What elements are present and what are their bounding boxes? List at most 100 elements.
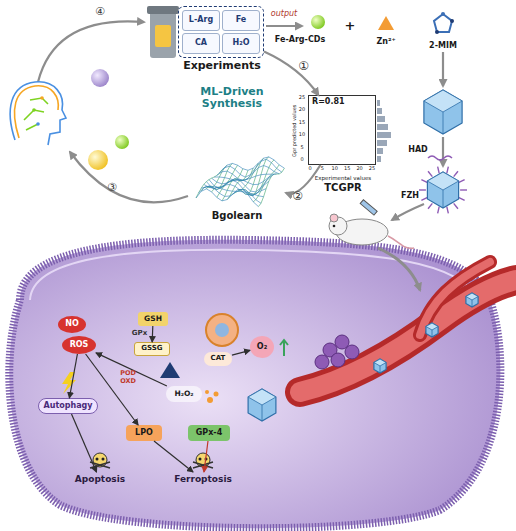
node-text: O₂ (257, 343, 267, 352)
ai-brain-icon (40, 96, 44, 100)
blood-vessel (300, 280, 516, 392)
node-text: GPx-4 (196, 429, 222, 438)
flow-arrow (152, 326, 154, 342)
plot-histogram (377, 100, 391, 162)
polymer-coating (460, 189, 467, 190)
axis-tick: 10 (299, 132, 305, 138)
axis-tick: 5 (321, 166, 324, 172)
polymer-coating (458, 180, 464, 183)
polymer-coating (428, 171, 432, 176)
flow-arrow (232, 350, 250, 355)
node-text: Fe (236, 16, 247, 25)
surface-mesh (196, 189, 258, 207)
zif-particle (466, 293, 478, 307)
gsh-box: GSH (138, 312, 168, 326)
plot-histogram (377, 116, 385, 122)
flow-arrow (72, 414, 97, 472)
autoclave-icon (147, 6, 179, 14)
cell-organelle (206, 314, 238, 346)
label-text: + (345, 19, 356, 33)
polymer-coating (428, 203, 432, 208)
tumor-cluster (331, 353, 345, 367)
blood-vessel (420, 262, 490, 335)
correlation-value: R=0.81 (312, 98, 345, 107)
zif-particle (248, 389, 276, 421)
nanoparticle-dot (311, 15, 325, 29)
axis-tick: 10 (332, 166, 338, 172)
experiment-box: ExperimentsL-ArgFeCAH₂O (178, 6, 264, 58)
axis-tick: 25 (369, 166, 375, 172)
axis-tick: 0 (300, 157, 303, 163)
skull-icon (199, 458, 202, 461)
callout-number: ④ (95, 6, 105, 18)
zif-facet (424, 90, 462, 112)
reagent-icon (435, 30, 439, 34)
label-text: 2-MIM (429, 42, 457, 51)
flow-arrow (264, 52, 318, 95)
zif-facet (426, 323, 438, 330)
peroxide-box: H₂O₂ (166, 386, 202, 402)
zif-facet (466, 293, 478, 300)
scatter-plot-panel: R=0.81Gpr predicted valuesExperimental v… (308, 95, 376, 165)
cell-organelle (214, 392, 219, 397)
skull-icon (96, 458, 99, 461)
label-text: Zn²⁺ (376, 38, 395, 47)
node-text: CAT (211, 355, 226, 363)
label-text: POD (120, 370, 136, 377)
node-text: GSSG (141, 345, 162, 353)
process-arrow (266, 25, 302, 27)
process-arrow (442, 137, 444, 166)
node-text: NO (65, 320, 79, 329)
cell-organelle (280, 340, 288, 356)
polymer-coating (438, 167, 440, 174)
cell-organelle (205, 390, 209, 394)
plot-histogram (377, 108, 382, 114)
tumor-cluster (345, 345, 359, 359)
reagent-icon (434, 14, 452, 32)
flow-arrow (69, 354, 77, 398)
axis-tick: 15 (299, 120, 305, 126)
flow-arrow (154, 441, 193, 472)
zif-facet (443, 190, 444, 208)
surface-mesh (206, 180, 268, 195)
skull-icon (193, 462, 213, 468)
reagent-icon (450, 19, 454, 23)
surface-mesh (217, 166, 279, 181)
ai-brain-icon (24, 98, 48, 130)
zif-facet (432, 330, 433, 337)
cell-organelle (62, 372, 76, 394)
cell-body (9, 240, 500, 528)
axis-tick: 20 (356, 166, 362, 172)
zif-facet (374, 359, 386, 366)
ai-brain-icon (10, 82, 66, 145)
surface-mesh (204, 184, 266, 195)
autoclave-icon (147, 6, 179, 58)
axis-tick: 5 (300, 145, 303, 151)
plot-histogram (377, 156, 381, 162)
reagent-icon (441, 12, 445, 16)
callout-number: ③ (107, 182, 117, 194)
surface-mesh (196, 170, 222, 198)
oxygen-bubble: O₂ (250, 336, 274, 358)
node-text: LPO (135, 429, 153, 438)
nanoparticle-dot (115, 135, 129, 149)
node-text: H₂O₂ (174, 390, 193, 398)
cell-organelle (160, 362, 180, 378)
blood-vessel (300, 280, 516, 392)
blood-vessel (300, 262, 516, 392)
process-box: LPO (126, 425, 162, 441)
surface-mesh (199, 186, 261, 203)
mouse-icon (360, 200, 377, 215)
surface-plot (188, 140, 286, 210)
plot-histogram (377, 124, 388, 130)
process-arrow (38, 21, 443, 290)
axis-title: Experimental values (309, 175, 377, 181)
polymer-coating (419, 189, 426, 190)
cell-organelle (207, 397, 213, 403)
tumor-cluster (315, 335, 359, 369)
process-box: Autophagy (38, 398, 98, 414)
plot-histogram (377, 100, 380, 106)
